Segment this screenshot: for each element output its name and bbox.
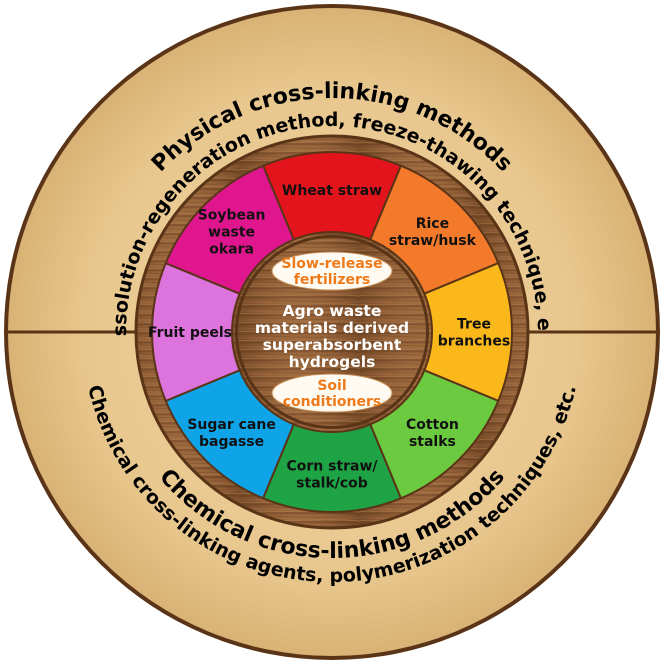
- soil-conditioners-pill: [271, 373, 393, 413]
- segment-label-line: Corn straw/: [286, 459, 378, 475]
- segment-label-line: Rice: [416, 216, 449, 232]
- segment-label-line: waste: [208, 225, 255, 241]
- center-line-1: Agro waste: [283, 302, 382, 320]
- feedstock-wheel: [151, 151, 513, 513]
- segment-label-line: branches: [438, 334, 510, 350]
- segment-label-line: okara: [209, 242, 254, 258]
- soil-label: Soil: [317, 378, 346, 394]
- center-line-4: hydrogels: [289, 353, 376, 371]
- segment-label-fruit: Fruit peels: [148, 325, 232, 341]
- segment-label-line: Cotton: [406, 417, 459, 433]
- segment-label-corn: Corn straw/stalk/cob: [286, 459, 378, 492]
- segment-label-line: Tree: [457, 317, 491, 333]
- center-disc: [238, 238, 426, 426]
- segment-label-line: stalk/cob: [296, 476, 368, 492]
- center-line-3: superabsorbent: [263, 336, 402, 354]
- segment-label-line: stalks: [409, 434, 456, 450]
- segment-label-line: Fruit peels: [148, 325, 232, 341]
- segment-label-line: bagasse: [199, 434, 264, 450]
- fertilizers-label: fertilizers: [294, 272, 370, 288]
- segment-label-line: Wheat straw: [282, 183, 382, 199]
- slow-release-pill: [271, 251, 393, 291]
- conditioners-label: conditioners: [283, 394, 382, 410]
- segment-label-line: Sugar cane: [187, 417, 276, 433]
- center-line-2: materials derived: [255, 319, 409, 337]
- segment-label-wheat: Wheat straw: [282, 183, 382, 199]
- segment-label-line: straw/husk: [389, 233, 477, 249]
- segment-soybean: [164, 164, 296, 296]
- segment-label-line: Soybean: [198, 208, 266, 224]
- slow-release-label: Slow-release: [281, 256, 382, 272]
